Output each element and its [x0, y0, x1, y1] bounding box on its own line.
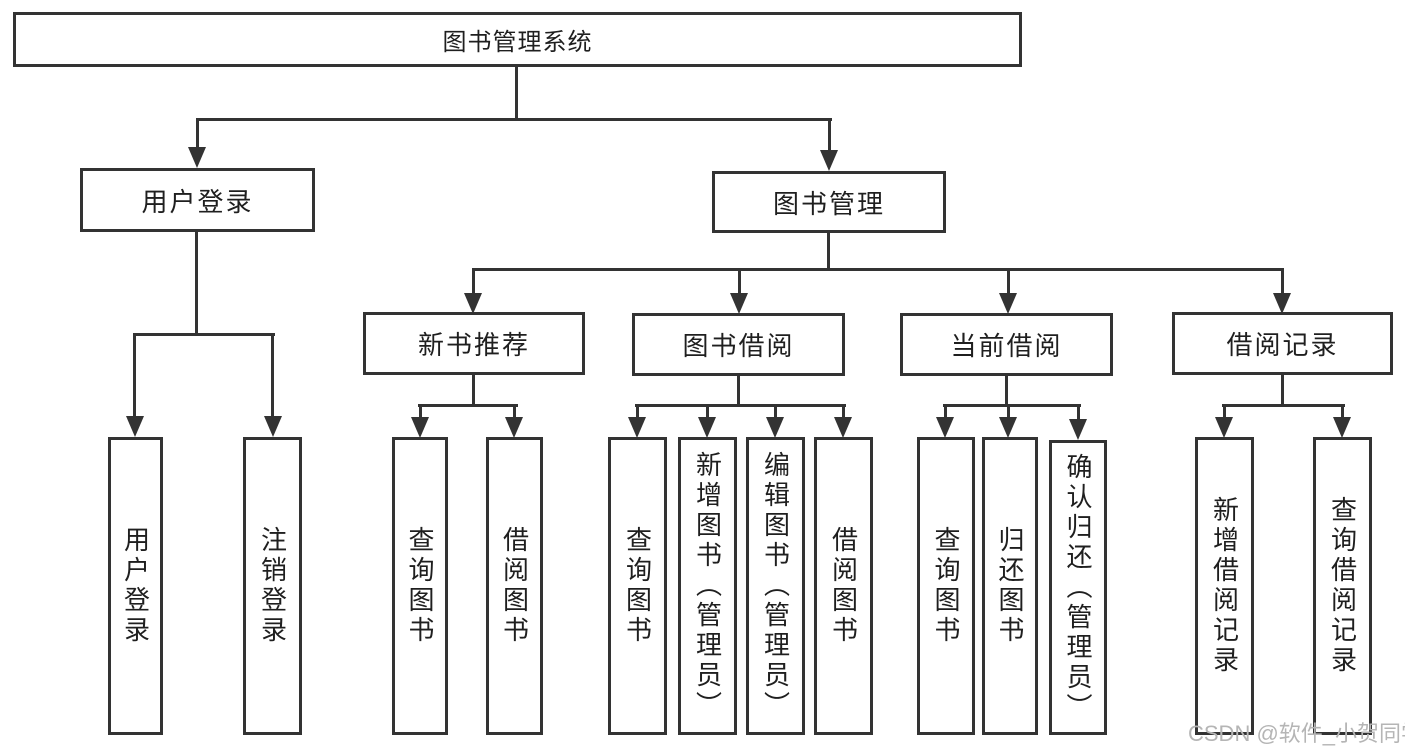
connector-line	[1007, 404, 1010, 418]
connector-line	[635, 404, 846, 407]
node-borrow-records: 借阅记录	[1172, 312, 1393, 375]
connector-line	[1077, 404, 1080, 420]
connector-line	[1222, 404, 1345, 407]
connector-line	[774, 404, 777, 418]
csdn-watermark: CSDN @软件_小贺同学	[1188, 721, 1405, 746]
arrow-down-icon	[999, 293, 1017, 314]
leaf-logout: 注销登录	[243, 437, 302, 735]
connector-line	[472, 375, 475, 407]
arrow-down-icon	[264, 416, 282, 437]
leaf-borrow-book-2: 借阅图书	[814, 437, 873, 735]
connector-line	[1341, 404, 1344, 418]
connector-line	[472, 268, 475, 294]
connector-line	[196, 118, 199, 149]
arrow-down-icon	[730, 293, 748, 314]
leaf-query-borrow-record: 查询借阅记录	[1313, 437, 1372, 735]
connector-line	[196, 118, 832, 121]
leaf-edit-book-admin: 编辑图书（管理员）	[746, 437, 805, 735]
connector-line	[1281, 375, 1284, 407]
connector-line	[1281, 268, 1284, 294]
node-book-management: 图书管理	[712, 171, 946, 233]
node-user-login: 用户登录	[80, 168, 315, 232]
arrow-down-icon	[1273, 293, 1291, 314]
arrow-down-icon	[766, 417, 784, 438]
connector-line	[418, 404, 518, 407]
connector-line	[706, 404, 709, 418]
leaf-add-book-admin: 新增图书（管理员）	[678, 437, 737, 735]
connector-line	[513, 404, 516, 418]
connector-line	[515, 67, 518, 120]
connector-line	[472, 268, 1284, 271]
connector-line	[195, 231, 198, 336]
leaf-query-book-2: 查询图书	[608, 437, 667, 735]
leaf-confirm-return-admin: 确认归还（管理员）	[1049, 440, 1107, 735]
arrow-down-icon	[1215, 417, 1233, 438]
leaf-query-book-3: 查询图书	[917, 437, 975, 735]
node-library-system: 图书管理系统	[13, 12, 1022, 67]
node-current-borrow: 当前借阅	[900, 313, 1113, 376]
leaf-query-book-1: 查询图书	[392, 437, 448, 735]
connector-line	[828, 118, 831, 152]
connector-line	[943, 404, 1081, 407]
arrow-down-icon	[188, 147, 206, 168]
connector-line	[944, 404, 947, 418]
arrow-down-icon	[834, 417, 852, 438]
connector-line	[133, 333, 136, 417]
node-new-book-recommend: 新书推荐	[363, 312, 585, 375]
arrow-down-icon	[505, 417, 523, 438]
arrow-down-icon	[820, 150, 838, 171]
connector-line	[636, 404, 639, 418]
connector-line	[1223, 404, 1226, 418]
arrow-down-icon	[126, 416, 144, 437]
leaf-user-login: 用户登录	[108, 437, 163, 735]
leaf-add-borrow-record: 新增借阅记录	[1195, 437, 1254, 735]
connector-line	[419, 404, 422, 418]
connector-line	[133, 333, 275, 336]
connector-line	[842, 404, 845, 418]
connector-line	[827, 232, 830, 270]
connector-line	[1005, 376, 1008, 406]
arrow-down-icon	[1069, 419, 1087, 440]
leaf-borrow-book-1: 借阅图书	[486, 437, 543, 735]
arrow-down-icon	[628, 417, 646, 438]
arrow-down-icon	[999, 417, 1017, 438]
arrow-down-icon	[1333, 417, 1351, 438]
connector-line	[1007, 268, 1010, 294]
arrow-down-icon	[936, 417, 954, 438]
connector-line	[737, 376, 740, 406]
arrow-down-icon	[464, 293, 482, 314]
node-book-borrow: 图书借阅	[632, 313, 845, 376]
arrow-down-icon	[698, 417, 716, 438]
leaf-return-book: 归还图书	[982, 437, 1038, 735]
connector-line	[271, 333, 274, 417]
arrow-down-icon	[411, 417, 429, 438]
connector-line	[738, 268, 741, 294]
